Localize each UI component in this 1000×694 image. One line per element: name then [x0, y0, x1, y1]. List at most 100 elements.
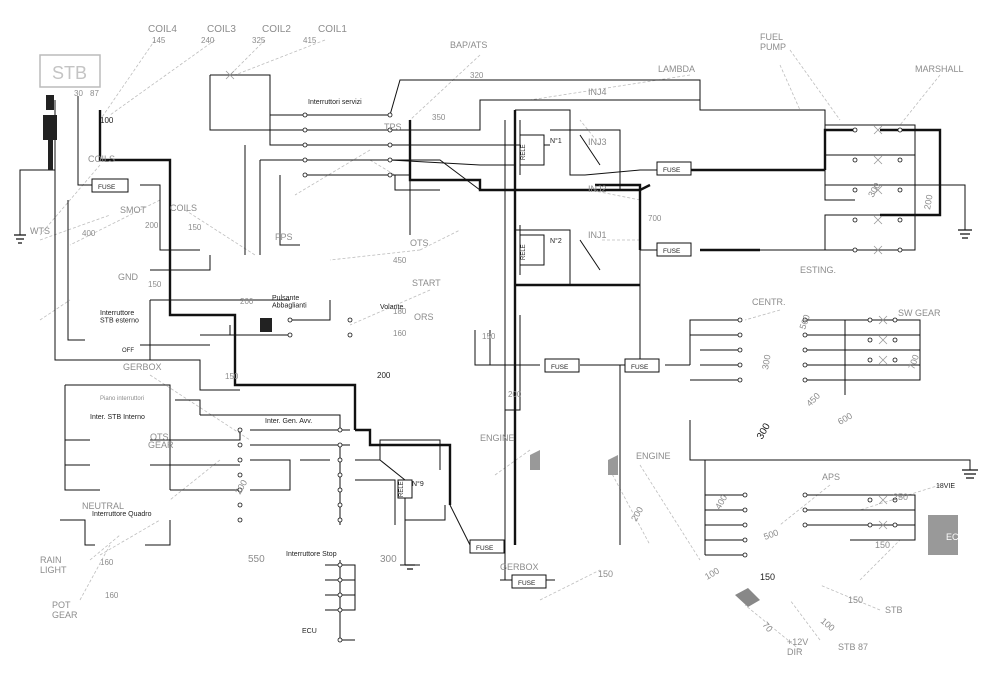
relays — [397, 134, 545, 499]
relay2-label: N°2 — [550, 237, 562, 245]
svg-text:150: 150 — [188, 223, 202, 232]
ecu-label: ECU — [946, 532, 965, 542]
terminals — [237, 112, 903, 643]
ecu-bottom-label: ECU — [302, 628, 317, 635]
fuses — [91, 161, 692, 589]
svg-text:70: 70 — [760, 620, 774, 634]
neutral-label: NEUTRAL — [82, 501, 124, 511]
svg-text:145: 145 — [152, 36, 166, 45]
svg-text:RELE: RELE — [521, 244, 527, 260]
svg-text:200: 200 — [145, 221, 159, 230]
fuse-labels: FUSE FUSE FUSE FUSE FUSE FUSE FUSE — [98, 167, 681, 587]
volante-label: Volante — [380, 304, 403, 311]
svg-text:200: 200 — [233, 478, 249, 496]
svg-text:150: 150 — [875, 540, 890, 550]
esting-label: ESTING. — [800, 265, 836, 275]
svg-text:300: 300 — [866, 181, 882, 199]
svg-text:240: 240 — [201, 36, 215, 45]
int-servizi-label: Interruttori servizi — [308, 99, 362, 106]
stb2-icon — [735, 588, 760, 607]
svg-text:FUSE: FUSE — [98, 184, 116, 191]
svg-text:325: 325 — [252, 36, 266, 45]
svg-text:700: 700 — [648, 214, 662, 223]
ors-label: ORS — [414, 312, 434, 322]
svg-text:200: 200 — [629, 505, 645, 523]
marshall-label: MARSHALL — [915, 64, 964, 74]
engine2-icon — [608, 455, 618, 475]
stb87-label: STB 87 — [838, 642, 868, 652]
svg-text:FUSE: FUSE — [476, 545, 494, 552]
svg-text:160: 160 — [100, 558, 114, 567]
svg-text:500: 500 — [762, 527, 780, 542]
svg-text:250: 250 — [893, 492, 908, 502]
svg-text:700: 700 — [906, 353, 921, 371]
centr-label: CENTR. — [752, 297, 786, 307]
stb-label: STB — [52, 63, 87, 83]
svg-text:87: 87 — [90, 89, 99, 98]
components — [39, 54, 958, 607]
svg-text:300: 300 — [755, 421, 773, 441]
svg-text:FUSE: FUSE — [663, 167, 681, 174]
svg-text:350: 350 — [432, 113, 446, 122]
int-gen-label: Inter. Gen. Avv. — [265, 418, 312, 425]
leader-lines — [39, 39, 941, 651]
svg-text:RELE: RELE — [399, 481, 405, 497]
svg-text:150: 150 — [482, 332, 496, 341]
ots2-label: OTS — [150, 432, 169, 442]
svg-text:160: 160 — [105, 591, 119, 600]
coil2-label: COIL2 — [262, 24, 291, 35]
aps-label: APS — [822, 472, 840, 482]
svg-text:160: 160 — [393, 329, 407, 338]
engine-label: ENGINE — [480, 433, 515, 443]
engine2-label: ENGINE — [636, 451, 671, 461]
svg-text:600: 600 — [836, 411, 854, 427]
svg-text:500: 500 — [797, 313, 812, 331]
swgear-label: SW GEAR — [898, 308, 941, 318]
svg-text:FUSE: FUSE — [551, 364, 569, 371]
svg-text:415: 415 — [303, 36, 317, 45]
coil1-label: COIL1 — [318, 24, 347, 35]
start-label: START — [412, 278, 441, 288]
coil4-label: COIL4 — [148, 24, 177, 35]
svg-text:200: 200 — [377, 371, 391, 380]
stb2-label: STB — [885, 605, 903, 615]
svg-text:450: 450 — [804, 391, 822, 409]
svg-text:320: 320 — [470, 71, 484, 80]
pulsante-icon — [260, 318, 272, 332]
thick-wires — [98, 110, 942, 545]
svg-text:150: 150 — [148, 280, 162, 289]
int-stop-label: Interruttore Stop — [286, 551, 337, 558]
svg-text:150: 150 — [225, 372, 239, 381]
svg-text:18VIE: 18VIE — [936, 483, 955, 490]
gnd-label: GND — [118, 272, 139, 282]
gerbox2-label: GERBOX — [500, 562, 539, 572]
svg-text:FUSE: FUSE — [663, 248, 681, 255]
svg-text:300: 300 — [380, 554, 397, 565]
svg-text:400: 400 — [713, 493, 729, 511]
ots-label: OTS — [410, 238, 429, 248]
svg-text:Piano interruttori: Piano interruttori — [100, 396, 144, 402]
inj1-label: INJ1 — [588, 230, 607, 240]
svg-text:100: 100 — [819, 616, 837, 633]
quadro-label: Inter. STB Interno — [90, 414, 145, 421]
coils-label: COILS — [88, 154, 115, 164]
fps-label: FPS — [275, 232, 293, 242]
svg-text:FUSE: FUSE — [518, 580, 536, 587]
bap-label: BAP/ATS — [450, 40, 487, 50]
relay9-label: N°9 — [412, 480, 424, 488]
tps-label: TPS — [384, 122, 402, 132]
int-quadro-label: Interruttore Quadro — [92, 511, 152, 518]
gerbox-label: GERBOX — [123, 362, 162, 372]
engine-icon — [530, 450, 540, 470]
svg-text:400: 400 — [82, 229, 96, 238]
svg-text:200: 200 — [508, 390, 522, 399]
inj3-label: INJ3 — [588, 137, 607, 147]
relay1-label: N°1 — [550, 137, 562, 145]
svg-text:550: 550 — [248, 554, 265, 565]
lamp-marks — [225, 70, 888, 530]
